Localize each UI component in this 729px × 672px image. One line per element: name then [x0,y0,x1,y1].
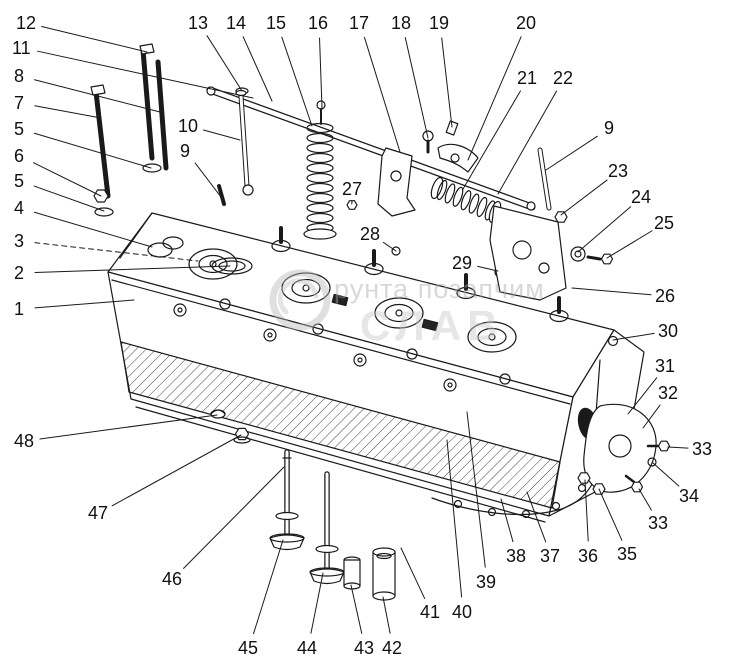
callout-1: 1 [14,299,25,319]
washer-5 [142,163,162,173]
callout-32: 32 [658,383,679,403]
top-face-ports [147,184,619,385]
callout-47: 47 [88,503,109,523]
shaft-end-24 [570,246,586,262]
callout-44: 44 [297,638,318,658]
callout-48: 48 [14,431,35,451]
callout-17: 17 [349,13,370,33]
head-studs-on-deck [217,184,569,323]
rocker-shaft-assembly [206,86,614,301]
nut-23 [554,211,568,223]
callout-18: 18 [391,13,412,33]
callout-27: 27 [342,179,363,199]
tappet [372,547,396,601]
callout-33: 33 [648,513,669,533]
callout-22: 22 [553,68,574,88]
watermark-text: рунта позапчим [334,274,545,304]
leader-lines [32,26,689,635]
watermark: рунта позапчим СЛАВ [269,269,545,349]
valve-spring [303,100,337,240]
nut-27 [346,200,358,210]
pin-28 [391,246,401,256]
callout-23: 23 [608,161,629,181]
callout-9: 9 [604,118,615,138]
callout-5: 5 [14,171,25,191]
callout-24: 24 [631,187,652,207]
head-gasket-band [120,341,561,509]
plug-30 [607,335,619,347]
callout-6: 6 [14,146,25,166]
callout-30: 30 [658,321,679,341]
bolt-33b [630,481,644,493]
left-studs-group [90,43,169,217]
callout-7: 7 [14,93,25,113]
callout-28: 28 [360,224,381,244]
side-cover [577,403,671,495]
callout-4: 4 [14,198,25,218]
callout-11: 11 [12,38,31,58]
callout-14: 14 [226,13,247,33]
callout-3: 3 [14,231,25,251]
callout-36: 36 [578,546,599,566]
callout-9: 9 [180,141,191,161]
callout-16: 16 [308,13,329,33]
callout-33: 33 [692,439,713,459]
callout-38: 38 [506,546,527,566]
callout-5: 5 [14,119,25,139]
callout-35: 35 [617,544,638,564]
callout-15: 15 [266,13,287,33]
nut-36 [577,472,591,484]
washer-5b [94,207,114,217]
callout-45: 45 [238,638,259,658]
valve-seat-ring [211,257,253,275]
callout-40: 40 [452,602,473,622]
valve-guide [343,556,361,590]
cap-48 [210,409,226,419]
callout-43: 43 [354,638,375,658]
callout-19: 19 [429,13,450,33]
callout-29: 29 [452,253,473,273]
bolt-33a [657,440,671,452]
rocker-arm [437,143,479,173]
washer-34 [647,457,657,467]
callout-41: 41 [420,602,441,622]
callout-2: 2 [14,263,25,283]
callout-39: 39 [476,572,497,592]
callout-37: 37 [540,546,561,566]
callout-8: 8 [14,66,25,86]
callout-31: 31 [655,356,676,376]
callout-20: 20 [516,13,537,33]
watermark-logo-text: СЛАВ [360,302,503,349]
callout-21: 21 [517,68,538,88]
callout-42: 42 [382,638,403,658]
callout-26: 26 [655,286,676,306]
callout-34: 34 [679,486,700,506]
callout-46: 46 [162,569,183,589]
callout-13: 13 [188,13,209,33]
callout-25: 25 [654,213,675,233]
callout-10: 10 [178,116,199,136]
callout-12: 12 [16,13,37,33]
rocker-bracket [377,147,416,217]
